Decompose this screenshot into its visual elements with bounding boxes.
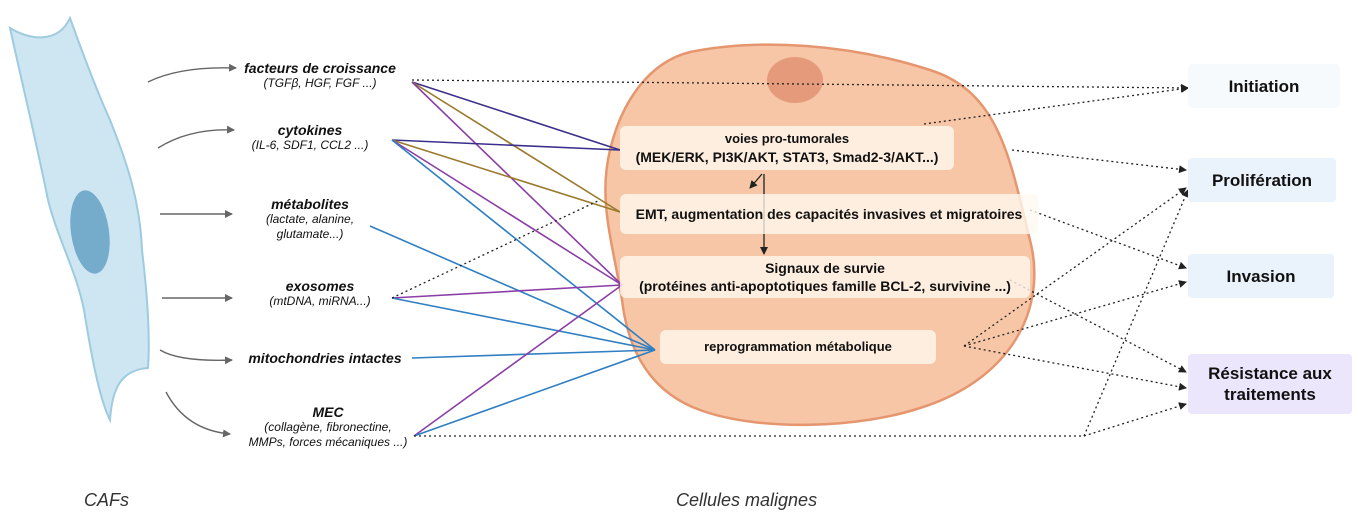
- factor-detail: (mtDNA, miRNA...): [269, 294, 371, 308]
- caption-malignant-cells: Cellules malignes: [676, 490, 818, 510]
- outcome-initiation: Initiation: [1188, 64, 1340, 108]
- factor-cytokines: cytokines (IL-6, SDF1, CCL2 ...): [230, 122, 390, 153]
- outcome-proliferation: Prolifération: [1188, 158, 1336, 202]
- outcome-label: Initiation: [1228, 76, 1300, 96]
- caf-secretion-arrows: [147, 63, 237, 438]
- factor-growth-factors: facteurs de croissance (TGFβ, HGF, FGF .…: [230, 60, 410, 91]
- pathway-title: voies pro-tumorales: [724, 131, 850, 146]
- outcome-label: Invasion: [1226, 266, 1296, 286]
- pathway-metabolic: reprogrammation métabolique: [660, 330, 936, 364]
- factor-detail: (lactate, alanine, glutamate...): [265, 212, 355, 241]
- factor-detail: (IL-6, SDF1, CCL2 ...): [251, 138, 369, 152]
- pathway-subtitle: (protéines anti-apoptotiques famille BCL…: [639, 278, 1011, 294]
- malignant-nucleus: [767, 57, 823, 103]
- connection-lines: [369, 81, 656, 437]
- factor-name: mitochondries intactes: [248, 350, 402, 366]
- pathway-survival: Signaux de survie (protéines anti-apopto…: [620, 256, 1030, 298]
- factor-detail: (TGFβ, HGF, FGF ...): [263, 76, 377, 90]
- caf-nucleus: [70, 190, 110, 274]
- pathway-subtitle: (MEK/ERK, PI3K/AKT, STAT3, Smad2-3/AKT..…: [635, 149, 939, 165]
- factor-name: MEC: [312, 404, 344, 420]
- outcome-invasion: Invasion: [1188, 254, 1334, 298]
- factor-name: exosomes: [285, 278, 355, 294]
- factor-ecm: MEC (collagène, fibronectine, MMPs, forc…: [248, 404, 408, 450]
- factor-name: métabolites: [271, 196, 349, 212]
- malignant-cell: [604, 43, 1036, 427]
- factor-mitochondria: mitochondries intactes: [235, 350, 415, 366]
- factor-metabolites: métabolites (lactate, alanine, glutamate…: [255, 196, 365, 242]
- outcome-resistance: Résistance aux traitements: [1188, 354, 1352, 414]
- pathway-title: Signaux de survie: [765, 260, 885, 276]
- caption-cafs: CAFs: [84, 490, 129, 510]
- pathway-title: reprogrammation métabolique: [704, 339, 892, 354]
- outcome-label: Résistance aux traitements: [1208, 364, 1332, 404]
- factor-exosomes: exosomes (mtDNA, miRNA...): [245, 278, 395, 309]
- factor-name: facteurs de croissance: [244, 60, 396, 76]
- dotted-arrows: [391, 79, 1189, 437]
- pathway-emt: EMT, augmentation des capacités invasive…: [620, 194, 1038, 234]
- outcome-label: Prolifération: [1211, 170, 1313, 190]
- factor-name: cytokines: [277, 122, 343, 138]
- factor-detail: (collagène, fibronectine, MMPs, forces m…: [248, 420, 408, 449]
- pathway-pro-tumoral: voies pro-tumorales (MEK/ERK, PI3K/AKT, …: [620, 126, 954, 170]
- pathway-title: EMT, augmentation des capacités invasive…: [635, 206, 1023, 222]
